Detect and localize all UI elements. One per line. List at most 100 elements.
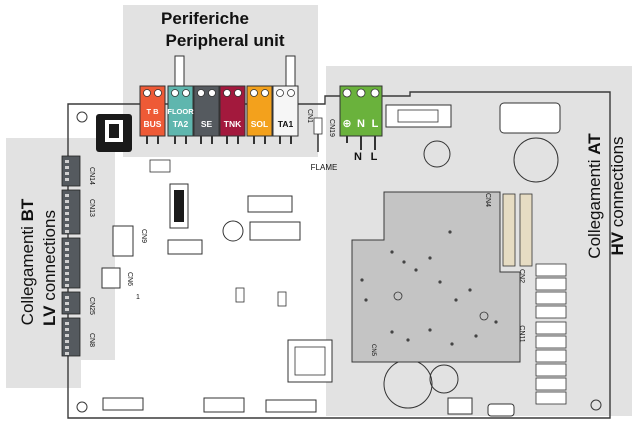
connector-pin [65,340,69,343]
relay [499,102,561,134]
connector-pin [65,178,69,181]
hv-terminal-blocks [535,263,567,405]
screw-post [174,55,185,87]
cn8-label: CN8 [88,333,95,347]
hv-title-en: HV connections [608,136,627,255]
cn1-label: CN1 [306,109,313,123]
connector-pin [65,302,69,305]
module-component [402,260,406,264]
connector-pin [65,200,69,203]
screw-icon [182,89,190,97]
connector-pin [65,284,69,287]
terminal-label: SOL [251,119,268,129]
component-box [249,221,301,241]
connector-pin [65,352,69,355]
small-component [277,291,287,307]
module-component [390,250,394,254]
cn2-label: CN2 [518,269,525,283]
hv-terminal [535,263,567,277]
pin-header [102,397,144,411]
connector-pin [65,212,69,215]
screw-icon [208,89,216,97]
module-trimmer [393,291,403,301]
transistor [447,397,473,415]
lv-title-en: LV connections [40,210,59,326]
module-component [428,256,432,260]
module-trimmer [479,311,489,321]
cn14-label: CN14 [88,167,95,185]
cn5-label: CN5 [370,344,376,357]
module-component [360,278,364,282]
hv-terminal [535,391,567,405]
lv-connector [61,237,81,289]
connector-pin [65,206,69,209]
mounting-hole [76,401,88,413]
connector-pin [65,308,69,311]
terminal-label: SE [201,119,213,129]
screw-icon [370,88,380,98]
terminal-label: BUS [144,119,162,129]
connector-pin [65,278,69,281]
connector-pin [65,334,69,337]
board-outline [67,91,611,419]
hv-relay-strip [519,193,533,267]
hv-relay-strip [502,193,516,267]
terminal-label: TA1 [278,119,294,129]
connector-pin [65,272,69,275]
screw-icon [261,89,269,97]
lv-connector-strips [61,155,81,357]
module-component [428,328,432,332]
screw-icon [143,89,151,97]
connector-pin [65,322,69,325]
capacitor [513,137,559,183]
connector-pin [65,260,69,263]
capacitor [423,140,451,168]
fuse-small [487,403,515,417]
hv-terminal [535,305,567,319]
module-components [360,230,498,346]
screw-icon [342,88,352,98]
peripheral-title-en: Peripheral unit [165,31,284,50]
connector-pin [65,218,69,221]
module-component [468,288,472,292]
screw-icon [276,89,284,97]
hv-terminal [535,335,567,349]
cn9-label: CN9 [140,229,147,243]
module-component [450,342,454,346]
small-component [235,287,245,303]
module-component [474,334,478,338]
terminal-label: TA2 [173,119,189,129]
power-terminal-block: ⊕ N L N L [339,85,383,163]
module-component [494,320,498,324]
screw-icon [250,89,258,97]
cn19-label: CN19 [328,119,335,137]
module-component [364,298,368,302]
hv-terminal [535,377,567,391]
cn25-label: CN25 [88,297,95,315]
flame-label: FLAME [311,163,338,172]
cn11-label: CN11 [518,325,525,342]
cn13-label: CN13 [88,199,95,217]
module-component [390,330,394,334]
terminal-top-label: T B [146,107,159,116]
peripheral-title-it: Periferiche [161,9,249,28]
connector-pin [65,230,69,233]
screw-icon [171,89,179,97]
connector-pin [65,266,69,269]
module-component [438,280,442,284]
connector-pin [65,346,69,349]
hv-terminal [535,363,567,377]
small-component [149,159,171,173]
rj-port-inner [109,124,119,138]
lv-title-it: Collegamenti BT [18,198,37,325]
below-n-label: N [354,151,362,163]
connector-pin [65,254,69,257]
lv-connector [61,155,81,187]
cn6-label: CN6 [126,272,133,286]
terminal-label: TNK [224,119,242,129]
fuse-holder [397,109,439,123]
connector-pin [65,194,69,197]
screw-icon [197,89,205,97]
